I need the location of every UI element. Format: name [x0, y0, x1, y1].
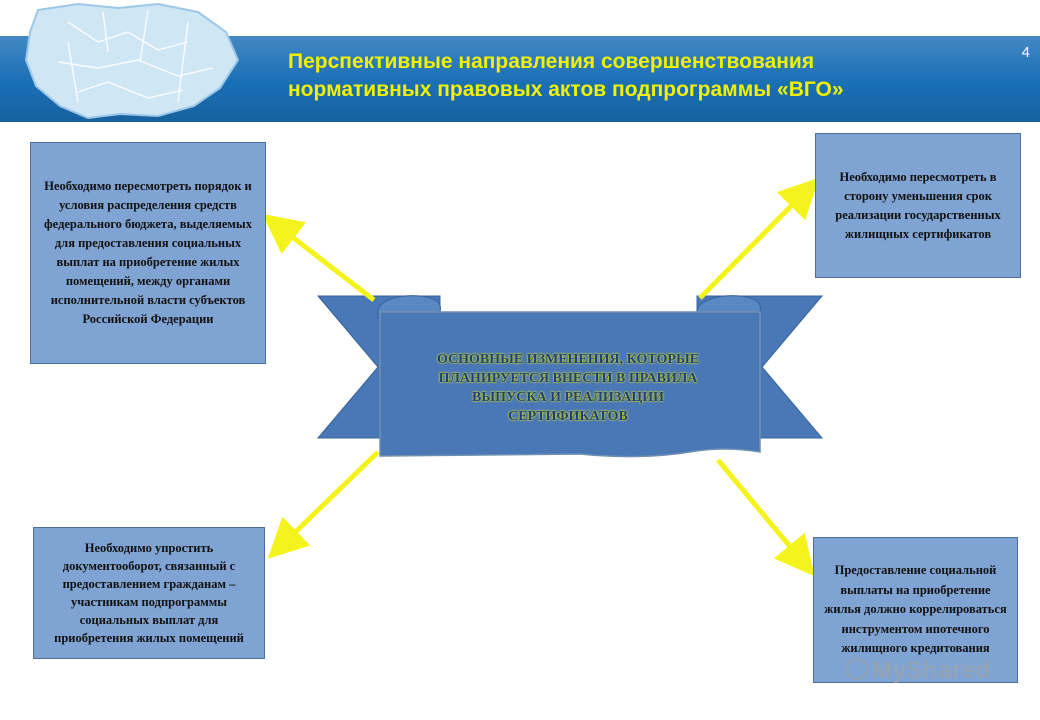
slide-title: Перспективные направления совершенствова…	[288, 48, 1008, 104]
watermark-text: MyShared	[872, 657, 991, 684]
box-top-left-text: Необходимо пересмотреть порядок и услови…	[44, 179, 252, 326]
box-top-left: Необходимо пересмотреть порядок и услови…	[30, 142, 266, 364]
slide-number: 4	[1021, 44, 1030, 61]
region-map-icon	[24, 2, 240, 120]
arrow-bottom-right	[716, 458, 815, 577]
slide-title-line2: нормативных правовых актов подпрограммы …	[288, 78, 844, 101]
arrow-top-left	[262, 213, 376, 302]
arrow-top-right	[698, 177, 820, 300]
arrow-bottom-left	[267, 450, 380, 559]
box-bottom-right-text: Предоставление социальной выплаты на при…	[824, 563, 1007, 656]
box-bottom-right: Предоставление социальной выплаты на при…	[813, 537, 1018, 683]
ribbon-main	[379, 311, 761, 458]
box-top-right-text: Необходимо пересмотреть в сторону уменьш…	[835, 169, 1001, 241]
myshared-logo-icon	[846, 658, 868, 680]
center-ribbon-text: ОСНОВНЫЕ ИЗМЕНЕНИЯ, КОТОРЫЕ ПЛАНИРУЕТСЯ …	[436, 352, 700, 424]
box-bottom-left-text: Необходимо упростить документооборот, св…	[54, 541, 244, 645]
watermark: MyShared	[846, 657, 991, 685]
slide-title-line1: Перспективные направления совершенствова…	[288, 50, 815, 73]
box-top-right: Необходимо пересмотреть в сторону уменьш…	[815, 133, 1021, 278]
box-bottom-left: Необходимо упростить документооборот, св…	[33, 527, 265, 659]
